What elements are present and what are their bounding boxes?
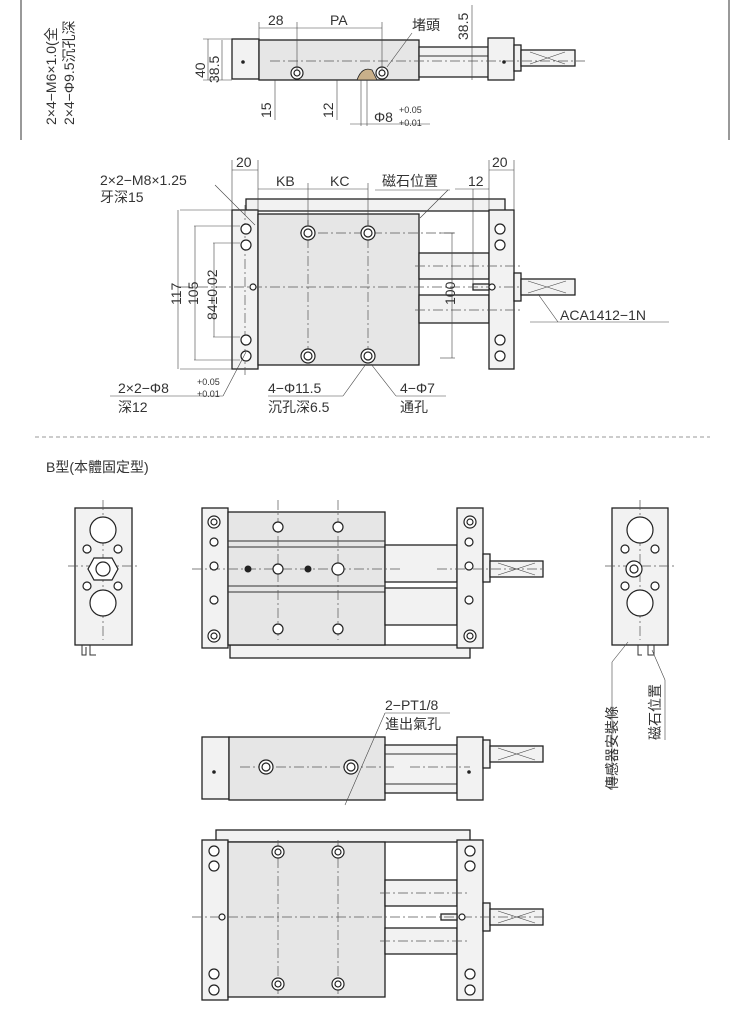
port-note-1: 2−PT1/8 bbox=[385, 697, 439, 713]
side-view-top bbox=[203, 5, 585, 126]
dim-84: 84±0.02 bbox=[204, 269, 220, 320]
dim-20-left: 20 bbox=[236, 154, 252, 170]
dim-38-5-left: 38.5 bbox=[206, 56, 222, 83]
sensor-rail-label: 傳感器安裝條 bbox=[604, 706, 620, 790]
pin-tol-upper: +0.05 bbox=[399, 105, 422, 115]
pin-tol-lower: +0.01 bbox=[399, 118, 422, 128]
right-end-view bbox=[605, 500, 676, 790]
dim-20-right: 20 bbox=[492, 154, 508, 170]
port-note-2: 進出氣孔 bbox=[385, 716, 441, 732]
thread-note-1: 2×2−M8×1.25 bbox=[100, 172, 187, 188]
b-type-front-view bbox=[192, 500, 545, 659]
counterbore-note-2: 沉孔深6.5 bbox=[268, 399, 330, 415]
dim-pa: PA bbox=[330, 12, 348, 28]
pin-tol-upper-plan: +0.05 bbox=[197, 377, 220, 387]
dim-40: 40 bbox=[192, 62, 208, 78]
dim-105: 105 bbox=[185, 281, 201, 305]
pin-diameter: Φ8 bbox=[374, 109, 393, 125]
plug-label: 堵頭 bbox=[412, 17, 440, 33]
part-number: ACA1412−1N bbox=[560, 307, 646, 323]
top-frame bbox=[20, 0, 730, 140]
dim-kb: KB bbox=[276, 173, 295, 189]
through-hole-note-1: 4−Φ7 bbox=[400, 380, 435, 396]
left-end-view bbox=[68, 500, 140, 656]
b-type-plan-view bbox=[192, 829, 545, 1001]
dim-100: 100 bbox=[442, 281, 458, 305]
pin-tol-lower-plan: +0.01 bbox=[197, 389, 220, 399]
dim-28: 28 bbox=[268, 12, 284, 28]
dim-kc: KC bbox=[330, 173, 349, 189]
mount-holes bbox=[240, 223, 506, 364]
counterbore-note-1: 4−Φ11.5 bbox=[268, 380, 322, 396]
dim-38-5-right: 38.5 bbox=[455, 13, 471, 40]
left-note-2: 2×4−Φ9.5沉孔深 bbox=[61, 20, 77, 125]
pin-note-1: 2×2−Φ8 bbox=[118, 380, 169, 396]
magnet-position-label: 磁石位置 bbox=[382, 173, 438, 189]
dim-15: 15 bbox=[258, 102, 274, 118]
left-note-1: 2×4−M6×1.0(全 bbox=[43, 27, 59, 125]
pin-note-2: 深12 bbox=[118, 399, 148, 415]
dim-117: 117 bbox=[168, 282, 184, 305]
b-type-side-view bbox=[201, 712, 544, 806]
dim-12: 12 bbox=[320, 102, 336, 118]
through-hole-note-2: 通孔 bbox=[400, 399, 428, 415]
b-type-title: B型(本體固定型) bbox=[46, 459, 149, 475]
dim-12-plan: 12 bbox=[468, 173, 484, 189]
magnet-position-label-b: 磁石位置 bbox=[647, 684, 663, 740]
thread-note-2: 牙深15 bbox=[100, 189, 144, 205]
plan-view-top bbox=[110, 160, 669, 397]
